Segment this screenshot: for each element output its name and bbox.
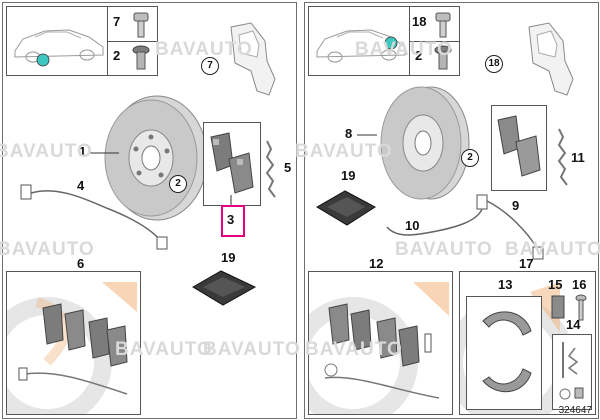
circled-callout-2: 2 bbox=[461, 149, 479, 167]
spring-set-box bbox=[552, 334, 592, 410]
callout-2: 2 bbox=[113, 48, 121, 63]
callout-16: 16 bbox=[572, 277, 587, 292]
watermark-left-5: BAVAUTO bbox=[203, 339, 301, 360]
kit-box-6 bbox=[6, 271, 141, 415]
adjuster-icon bbox=[551, 295, 565, 319]
callout-18: 18 bbox=[412, 14, 427, 29]
callout-14: 14 bbox=[566, 317, 581, 332]
callout-11: 11 bbox=[571, 150, 585, 165]
location-marker-icon bbox=[36, 53, 50, 67]
callout-10: 10 bbox=[405, 218, 420, 233]
location-marker-icon bbox=[384, 36, 398, 50]
wear-sensor-icon bbox=[386, 194, 544, 260]
circled-callout-7: 7 bbox=[201, 57, 219, 75]
bolt-2-icon bbox=[132, 45, 150, 70]
circled-callout-2: 2 bbox=[169, 175, 187, 193]
car-outline-icon bbox=[316, 29, 406, 63]
highlighted-callout-box[interactable] bbox=[221, 205, 245, 237]
brake-pad-box bbox=[203, 122, 261, 206]
callout-19: 19 bbox=[341, 168, 356, 183]
callout-5: 5 bbox=[284, 160, 292, 175]
kit-box-12 bbox=[308, 271, 453, 415]
diagram-id: 324647 bbox=[558, 405, 592, 416]
car-outline-icon bbox=[14, 29, 104, 67]
leader-line-8 bbox=[357, 134, 377, 136]
spring-clip-icon bbox=[265, 140, 276, 198]
brake-pad-set-icon bbox=[324, 303, 440, 399]
caliper-bracket-icon bbox=[528, 22, 574, 96]
callout-15: 15 bbox=[548, 277, 563, 292]
callout-9: 9 bbox=[512, 198, 520, 213]
brake-pad-set-icon bbox=[18, 303, 128, 395]
caliper-bracket-icon bbox=[230, 22, 276, 96]
kit-background-graphic bbox=[7, 282, 137, 414]
vehicle-locator-box: 7 2 bbox=[6, 6, 158, 76]
callout-6: 6 bbox=[77, 256, 85, 271]
spring-set-icon bbox=[559, 342, 584, 400]
brake-pad-icon bbox=[497, 115, 541, 177]
leader-line-3 bbox=[230, 195, 232, 205]
bolt-18-icon bbox=[435, 12, 451, 38]
callout-1: 1 bbox=[79, 144, 87, 159]
grease-packet-icon bbox=[316, 190, 376, 226]
circled-callout-18: 18 bbox=[485, 55, 503, 73]
spring-clip-icon bbox=[557, 128, 568, 186]
callout-7: 7 bbox=[113, 14, 121, 29]
brake-pad-icon bbox=[210, 132, 254, 194]
callout-3[interactable]: 3 bbox=[227, 212, 235, 227]
parking-shoe-box bbox=[466, 296, 542, 410]
pin-icon bbox=[575, 294, 587, 321]
leader-line-1 bbox=[89, 152, 119, 154]
vehicle-locator-box: 18 2 bbox=[308, 6, 460, 76]
brake-pad-box bbox=[491, 105, 547, 191]
bolt-7-icon bbox=[133, 12, 149, 38]
callout-12: 12 bbox=[369, 256, 384, 271]
brake-shoe-icon bbox=[482, 311, 532, 393]
callout-13: 13 bbox=[498, 277, 513, 292]
brake-disc-icon bbox=[380, 86, 470, 200]
kit-box-17: 13 15 16 14 bbox=[459, 271, 596, 415]
grease-packet-icon bbox=[192, 270, 257, 306]
callout-19: 19 bbox=[221, 250, 236, 265]
callout-2: 2 bbox=[415, 48, 423, 63]
bolt-2-icon bbox=[434, 45, 452, 70]
callout-4: 4 bbox=[77, 178, 85, 193]
left-diagram-panel: 7 2 7 1 2 3 bbox=[0, 2, 300, 419]
callout-8: 8 bbox=[345, 126, 353, 141]
callout-17: 17 bbox=[519, 256, 534, 271]
right-diagram-panel: 18 2 18 8 2 9 11 19 bbox=[295, 2, 600, 419]
wear-sensor-icon bbox=[20, 184, 168, 250]
